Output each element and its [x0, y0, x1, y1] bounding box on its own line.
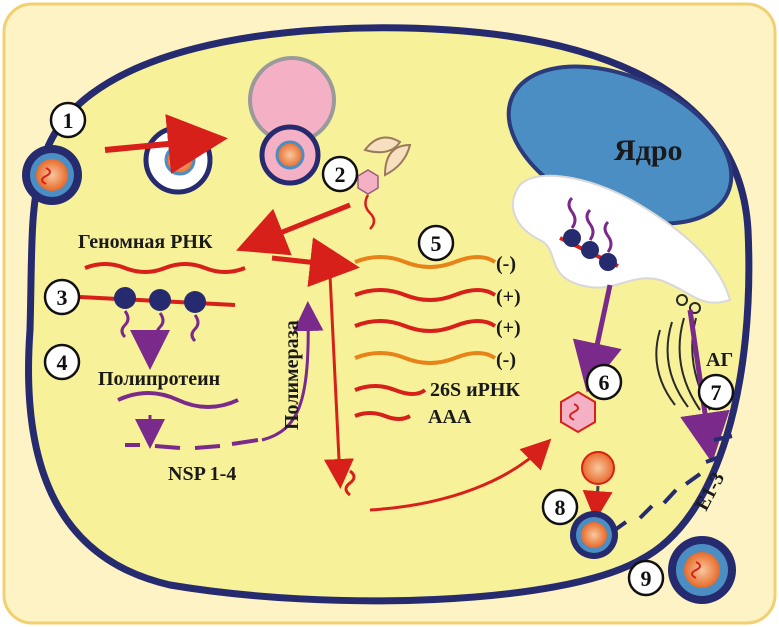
virus-released — [668, 536, 736, 604]
arrow-to-capsid — [572, 284, 622, 393]
strand-3-label: (+) — [496, 317, 521, 339]
mrna-26s-label: 26S иРНК — [430, 379, 520, 401]
step-1-badge: 1 — [49, 101, 87, 139]
svg-text:8: 8 — [555, 495, 566, 520]
strand-4-label: (-) — [496, 349, 516, 371]
arrow-assembly — [369, 438, 552, 512]
svg-text:3: 3 — [57, 285, 68, 310]
replication-strands — [354, 255, 497, 421]
membrane-spikes — [610, 434, 733, 534]
svg-text:7: 7 — [711, 380, 722, 405]
endoplasmic-reticulum — [511, 174, 732, 304]
step-6-badge: 6 — [585, 363, 623, 401]
arrow-release-rna — [236, 202, 351, 256]
translation-rna — [79, 262, 246, 343]
arrow-entry — [104, 114, 228, 174]
nucleocapsid-budding — [570, 451, 618, 559]
svg-text:9: 9 — [641, 566, 652, 591]
step-2-badge: 2 — [321, 155, 359, 193]
arrow-to-capsid-rna — [323, 274, 354, 489]
arrow-replication — [271, 237, 360, 288]
golgi-label: АГ — [706, 349, 733, 371]
svg-text:1: 1 — [63, 108, 74, 133]
capsid — [560, 390, 596, 434]
free-rna — [344, 469, 356, 497]
svg-text:6: 6 — [599, 370, 610, 395]
nucleus-label: Ядро — [614, 134, 683, 167]
endosome-vesicle — [143, 125, 213, 195]
polyprotein-label: Полипротеин — [98, 368, 220, 390]
uncoating — [357, 136, 412, 230]
polymerase-label: Полимераза — [281, 320, 303, 430]
er-ribosomes — [559, 196, 619, 271]
strand-2-label: (+) — [496, 286, 521, 308]
virus-entering — [22, 145, 82, 205]
nsp-label: NSP 1-4 — [168, 463, 236, 485]
svg-text:5: 5 — [431, 231, 442, 256]
step-4-badge: 4 — [43, 343, 81, 381]
endosome-fusion — [248, 56, 336, 186]
genomic-rna-label: Геномная РНК — [78, 231, 213, 253]
svg-text:2: 2 — [335, 162, 346, 187]
step-7-badge: 7 — [697, 373, 735, 411]
svg-text:4: 4 — [57, 350, 68, 375]
aaa-label: AAA — [428, 406, 472, 428]
arrow-polymerase — [261, 301, 324, 442]
step-8-badge: 8 — [541, 488, 579, 526]
step-5-badge: 5 — [417, 224, 455, 262]
strand-1-label: (-) — [496, 253, 516, 275]
nsp-fragments — [125, 438, 259, 450]
arrow-to-membrane — [680, 309, 730, 463]
step-9-badge: 9 — [627, 559, 665, 597]
polyprotein-chain — [117, 391, 239, 409]
step-3-badge: 3 — [43, 278, 81, 316]
